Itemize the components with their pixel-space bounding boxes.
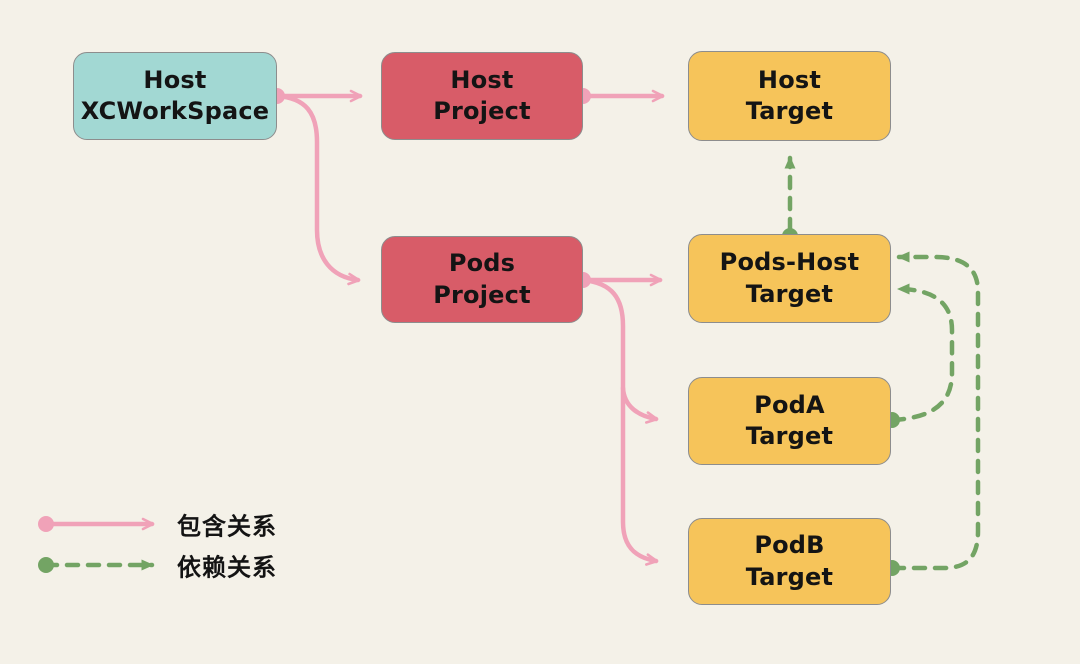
edge-pods-project-to-poda-target	[620, 385, 659, 424]
node-host-xcworkspace-label: Host XCWorkSpace	[80, 65, 270, 125]
node-podb-target: PodB Target	[688, 518, 891, 605]
node-host-target: Host Target	[688, 51, 891, 141]
edge-pods-project-to-podb-target	[580, 277, 659, 566]
legend-contains-label: 包含关系	[177, 512, 277, 541]
node-pods-project-label: Pods Project	[433, 249, 531, 309]
node-pods-host-target: Pods-Host Target	[688, 234, 891, 323]
node-pods-host-target-label: Pods-Host Target	[719, 248, 860, 308]
legend-depends-label: 依赖关系	[177, 553, 277, 582]
legend-contain-arrow	[38, 516, 155, 532]
node-host-xcworkspace: Host XCWorkSpace	[73, 52, 277, 140]
edge-host-project-to-host-target	[575, 88, 665, 104]
node-podb-target-label: PodB Target	[745, 531, 834, 591]
edge-pods-host-target-to-host-target	[782, 155, 798, 244]
legend-depend-arrow	[38, 557, 155, 573]
edge-host-xcworkspace-to-pods-project	[274, 93, 361, 286]
node-host-project-label: Host Project	[433, 65, 531, 125]
edge-poda-target-to-pods-host-target	[884, 283, 955, 428]
node-poda-target: PodA Target	[688, 377, 891, 465]
node-poda-target-label: PodA Target	[745, 390, 834, 450]
node-host-target-label: Host Target	[745, 65, 834, 125]
node-pods-project: Pods Project	[381, 236, 583, 323]
node-host-project: Host Project	[381, 52, 583, 140]
